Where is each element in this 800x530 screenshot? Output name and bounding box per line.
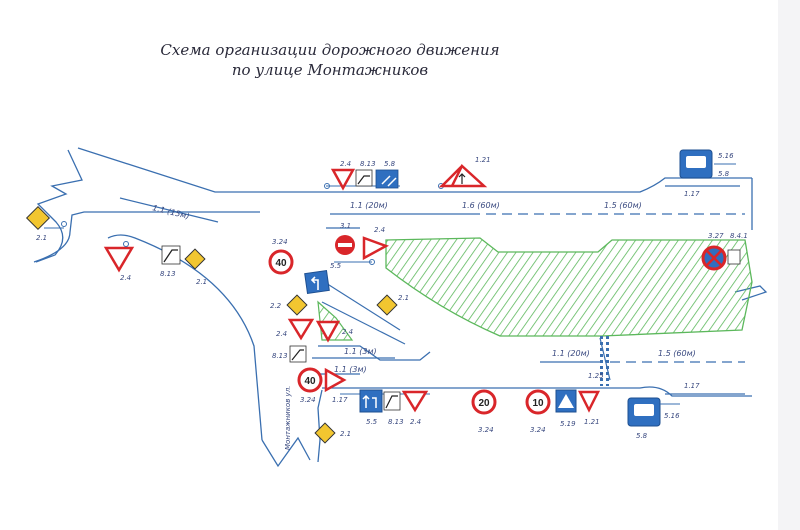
road-edge-left-curve-bottom — [261, 436, 311, 468]
code-s-top-plate: 8.13 — [360, 160, 376, 168]
no-stopping-plate — [727, 249, 741, 265]
marking-diagonal-a — [317, 277, 401, 331]
label-m-lower-left: 1.1 (3м) — [334, 365, 367, 374]
code-s-left-yield: 2.4 — [120, 274, 131, 282]
label-m-mid-left: 1.1 (3м) — [344, 347, 377, 356]
code-s-lane-arrow: 5.5 — [330, 262, 342, 270]
yield-sign-mid — [287, 318, 315, 341]
code-s-top-lane: 5.8 — [384, 160, 396, 168]
page-margin — [778, 0, 800, 530]
code-s-left-main-b: 2.1 — [196, 278, 207, 286]
code-s-bus-top-b: 5.8 — [718, 170, 730, 178]
label-m-hatch: 1.25 — [588, 372, 604, 380]
code-s-nostop: 3.27 — [708, 232, 724, 240]
code-s-main-island: 2.1 — [398, 294, 409, 302]
code-s-plate-mid: 8.13 — [272, 352, 288, 360]
code-s-speed-left: 3.24 — [272, 238, 288, 246]
main-road-sign-mid — [286, 294, 308, 316]
code-s-main-bottom: 2.1 — [340, 430, 351, 438]
label-m-top-c: 1.5 (60м) — [604, 201, 642, 210]
code-s-left-main: 2.1 — [36, 234, 47, 242]
main-road-sign-bottom — [314, 422, 336, 444]
road-edge-inner-corner — [317, 389, 323, 463]
speed-limit-sign-left — [268, 249, 294, 275]
code-s-speed-bottom: 3.24 — [300, 396, 316, 404]
lane-sign-bottom — [359, 389, 383, 413]
crosswalk — [600, 336, 612, 386]
main-road-sign-left-b — [184, 248, 206, 270]
code-s-yield-bottom: 2.4 — [410, 418, 421, 426]
road-edge-divider-mid — [318, 345, 431, 361]
speed-value-bottom-left: 40 — [304, 376, 316, 387]
lane-arrow-sign — [304, 270, 330, 294]
road-edge-top-left-branch — [35, 149, 83, 263]
road-edge-left-curve — [107, 234, 263, 441]
speed-value-mid: 20 — [478, 398, 490, 409]
yield-sign-left — [103, 246, 135, 273]
marking-diagonal-b — [321, 301, 406, 345]
turn-warning-bottom — [577, 390, 601, 413]
main-road-sign-island — [376, 294, 398, 316]
yield-sign-island — [315, 320, 341, 343]
label-m-bottom-edge: 1.17 — [684, 382, 700, 390]
road-edge-top-left — [77, 147, 752, 193]
marking-upper-left — [119, 197, 219, 223]
code-s-top-yield: 2.4 — [340, 160, 351, 168]
code-s-bus-top: 5.16 — [718, 152, 734, 160]
main-road-sign-left — [25, 205, 51, 231]
scheme-title: Схема организации дорожного движения по … — [130, 40, 530, 80]
yield-sign-top — [330, 168, 356, 191]
code-s-noentry: 3.1 — [340, 222, 351, 230]
label-m-top-a: 1.1 (20м) — [350, 201, 388, 210]
code-s-nostop-plate: 8.4.1 — [730, 232, 748, 240]
code-s-blue-bottom-b: 8.13 — [388, 418, 404, 426]
title-line-2: по улице Монтажников — [231, 61, 429, 79]
label-m-top-edge: 1.17 — [684, 190, 700, 198]
speed-limit-sign-mid — [471, 389, 497, 415]
code-s-warn-bottom: 1.17 — [332, 396, 348, 404]
label-m-top-b: 1.6 (60м) — [462, 201, 500, 210]
code-s-yield-mid: 2.4 — [276, 330, 287, 338]
speed-limit-sign-bottom-left — [297, 367, 323, 393]
title-line-1: Схема организации дорожного движения — [160, 41, 500, 59]
code-s-bus-bottom-b: 5.8 — [636, 432, 648, 440]
label-m-upper-left: 1.1 (15м) — [152, 203, 191, 221]
label-m-mid-right: 1.5 (60м) — [658, 349, 696, 358]
road-edge-bottom — [322, 386, 752, 397]
code-s-yield-island: 2.4 — [342, 328, 353, 336]
code-s-ped: 5.19 — [560, 420, 576, 428]
warning-sign-bottom — [324, 367, 347, 393]
speed-limit-sign-right — [525, 389, 551, 415]
speed-value-right: 10 — [532, 398, 544, 409]
code-s-bus-bottom: 5.16 — [664, 412, 680, 420]
code-s-turn-bottom: 1.21 — [584, 418, 600, 426]
code-s-main-mid: 2.2 — [270, 302, 282, 310]
hatched-island-main — [385, 237, 753, 337]
street-name-label: Монтажников ул. — [284, 386, 292, 450]
speed-value-left: 40 — [275, 258, 287, 269]
yield-sign-noentry — [362, 236, 390, 261]
code-s-blue-bottom: 5.5 — [366, 418, 378, 426]
turn-warning-top — [438, 163, 488, 188]
label-m-mid-center: 1.1 (20м) — [552, 349, 590, 358]
yield-sign-bottom — [401, 390, 429, 413]
code-s-yield-noentry: 2.4 — [374, 226, 385, 234]
code-s-left-plate: 8.13 — [160, 270, 176, 278]
code-s-speed10: 3.24 — [530, 426, 546, 434]
code-s-top-turn: 1.21 — [475, 156, 491, 164]
traffic-signs: 2.4 8.13 5.8 1.21 5.16 5.8 2.1 2.4 — [25, 149, 748, 450]
code-s-speed20: 3.24 — [478, 426, 494, 434]
road-edge-upper-left-corner — [33, 211, 260, 263]
